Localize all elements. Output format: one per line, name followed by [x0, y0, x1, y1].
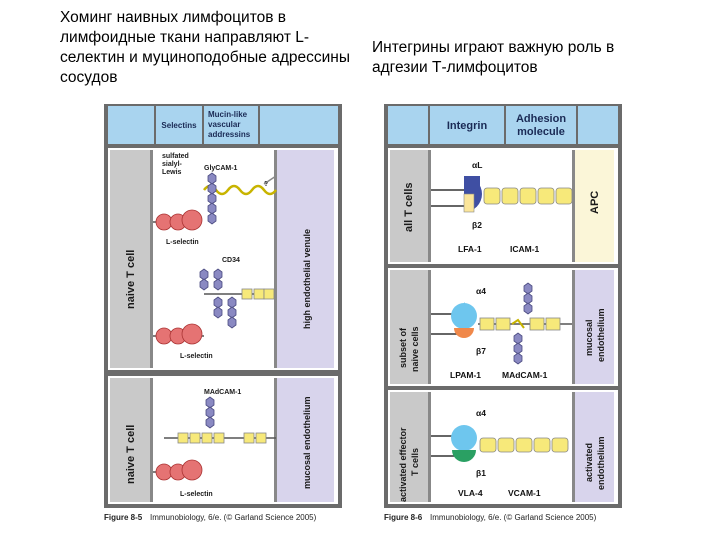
l-selectin-label-2: L-selectin	[180, 353, 213, 360]
panel3-beta: β1	[476, 468, 486, 478]
lfa1-integrin	[431, 176, 482, 213]
cd34-carbohydrates	[199, 268, 237, 329]
panel2-cell-label-1: subset of	[398, 327, 408, 368]
panel2-beta: β7	[476, 346, 486, 356]
header-adhesion	[506, 106, 576, 144]
vla4-integrin	[431, 425, 477, 462]
panel1-alpha: αL	[472, 160, 482, 170]
footer-fig-left: Figure 8-5	[104, 513, 143, 522]
footer-fig-right: Figure 8-6	[384, 513, 423, 522]
panel2-integrin: LPAM-1	[450, 370, 481, 380]
madcam1-carbohydrates-right	[513, 282, 533, 365]
question-mark: ?	[264, 181, 268, 188]
figure-integrins: Integrin Adhesion molecule all T cells A…	[384, 104, 622, 522]
footer-book-left: Immunobiology, 6/e. (© Garland Science 2…	[150, 513, 317, 522]
panel2-ligand: MAdCAM-1	[502, 370, 548, 380]
caption-integrin-adhesion: Интегрины играют важную роль в адгезии Т…	[372, 39, 615, 76]
panel1-cell-label: all T cells	[403, 182, 415, 232]
madcam-molecule-left	[164, 432, 276, 444]
naive-t-cell-membrane	[110, 150, 150, 368]
l-selectin-top	[153, 209, 203, 231]
panel3-alpha: α4	[476, 408, 486, 418]
header-integrin	[430, 106, 504, 144]
panel1-ligand: ICAM-1	[510, 244, 540, 254]
header-mucin-line2: vascular	[208, 120, 240, 129]
glycam-label: GlyCAM-1	[204, 165, 238, 172]
caption-selectin-homing: Хоминг наивных лимфоцитов в лимфоидные т…	[60, 9, 350, 86]
lpam1-integrin	[431, 302, 477, 338]
sulfated-label-2: sialyl-	[162, 161, 183, 168]
panel3-cell-label-1: activated effector	[398, 427, 408, 502]
cd34-label: CD34	[222, 257, 240, 264]
header-adhesion-line2: molecule	[517, 126, 565, 138]
panel3-integrin: VLA-4	[458, 488, 483, 498]
panel2-cell-label-2: naive cells	[410, 326, 420, 372]
bottom-tissue-label: mucosal endothelium	[302, 396, 312, 489]
figure-selectins: Selectins Mucin-like vascular addressins…	[104, 104, 342, 522]
panel1-tissue-label: APC	[589, 191, 601, 214]
panel3-cell-label-2: T cells	[410, 448, 420, 476]
panel3-ligand: VCAM-1	[508, 488, 541, 498]
footer-book-right: Immunobiology, 6/e. (© Garland Science 2…	[430, 513, 597, 522]
panel2-alpha: α4	[476, 286, 486, 296]
header-selectins-label: Selectins	[161, 121, 197, 130]
madcam-carbohydrates-left	[205, 396, 215, 429]
panel3-tissue-label-1: activated	[584, 443, 594, 482]
top-cell-label: naive T cell	[125, 250, 137, 309]
panel2-tissue-label-2: endothelium	[596, 309, 606, 363]
panel1-integrin: LFA-1	[458, 244, 482, 254]
header-mucin-line1: Mucin-like	[208, 110, 248, 119]
header-selectins	[156, 106, 202, 144]
top-tissue-label: high endothelial venule	[302, 229, 312, 329]
bottom-cell-label: naive T cell	[125, 425, 137, 484]
panel3-tissue-label-2: endothelium	[596, 437, 606, 491]
madcam-label-left: MAdCAM-1	[204, 389, 241, 396]
l-selectin-label-3: L-selectin	[180, 491, 213, 498]
header-mucin-line3: addressins	[208, 130, 251, 139]
sulfated-label-3: Lewis	[162, 169, 182, 176]
header-mucin	[204, 106, 258, 144]
sulfated-label-1: sulfated	[162, 153, 189, 160]
vcam1-ligand	[479, 437, 569, 453]
header-integrin-label: Integrin	[447, 120, 488, 132]
hev-tissue	[276, 150, 334, 368]
l-selectin-bottom	[153, 323, 204, 345]
panel2-tissue-label-1: mucosal	[584, 319, 594, 356]
header-adhesion-line1: Adhesion	[516, 113, 566, 125]
icam1-ligand	[483, 187, 573, 205]
panel1-beta: β2	[472, 220, 482, 230]
madcam1-ligand-right	[478, 317, 572, 331]
glycam-carbohydrates	[207, 172, 217, 225]
l-selectin-label-1: L-selectin	[166, 239, 199, 246]
cd34-molecule	[241, 288, 275, 300]
l-selectin-mucosal	[153, 459, 203, 481]
